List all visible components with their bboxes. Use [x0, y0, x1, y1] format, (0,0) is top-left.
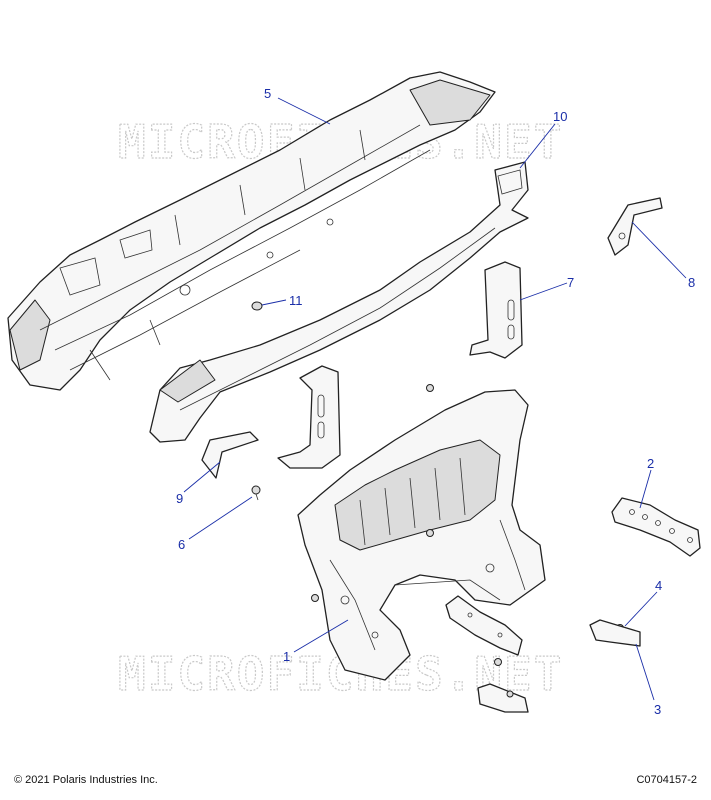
callout-7[interactable]: 7 — [567, 275, 574, 290]
part-6-bumper-upper[interactable] — [7, 71, 496, 391]
callout-4[interactable]: 4 — [655, 578, 662, 593]
part-8-bracket[interactable] — [607, 197, 663, 256]
part-5-screw[interactable] — [251, 485, 261, 501]
callout-5[interactable]: 6 — [178, 537, 185, 552]
callout-6[interactable]: 5 — [264, 86, 271, 101]
figure-code: C0704157-2 — [636, 774, 697, 786]
callout-1[interactable]: 1 — [283, 649, 290, 664]
part-7-support-bracket[interactable] — [469, 261, 523, 359]
support-bracket-mid[interactable] — [277, 365, 341, 469]
part-10-trim-strip[interactable] — [149, 161, 529, 443]
callout-9[interactable]: 9 — [176, 491, 183, 506]
part-11-clip[interactable] — [251, 301, 263, 311]
part-2-perforated-bracket[interactable] — [611, 497, 701, 557]
housing-screws — [311, 384, 502, 666]
bottom-plate[interactable] — [477, 683, 529, 713]
callout-3[interactable]: 3 — [654, 702, 661, 717]
part-9-curved-bracket[interactable] — [201, 431, 259, 479]
callout-2[interactable]: 2 — [647, 456, 654, 471]
part-3-curved-plate[interactable] — [589, 619, 641, 647]
callout-11[interactable]: 11 — [289, 293, 303, 308]
callout-labels: 5 10 11 7 8 9 6 2 1 4 3 — [176, 86, 695, 717]
housing-bracket[interactable] — [445, 595, 523, 656]
callout-8[interactable]: 8 — [688, 275, 695, 290]
callout-10[interactable]: 10 — [553, 109, 567, 124]
copyright-text: © 2021 Polaris Industries Inc. — [14, 774, 158, 786]
leader-lines — [183, 97, 687, 701]
part-1-lower-housing[interactable] — [297, 389, 546, 681]
